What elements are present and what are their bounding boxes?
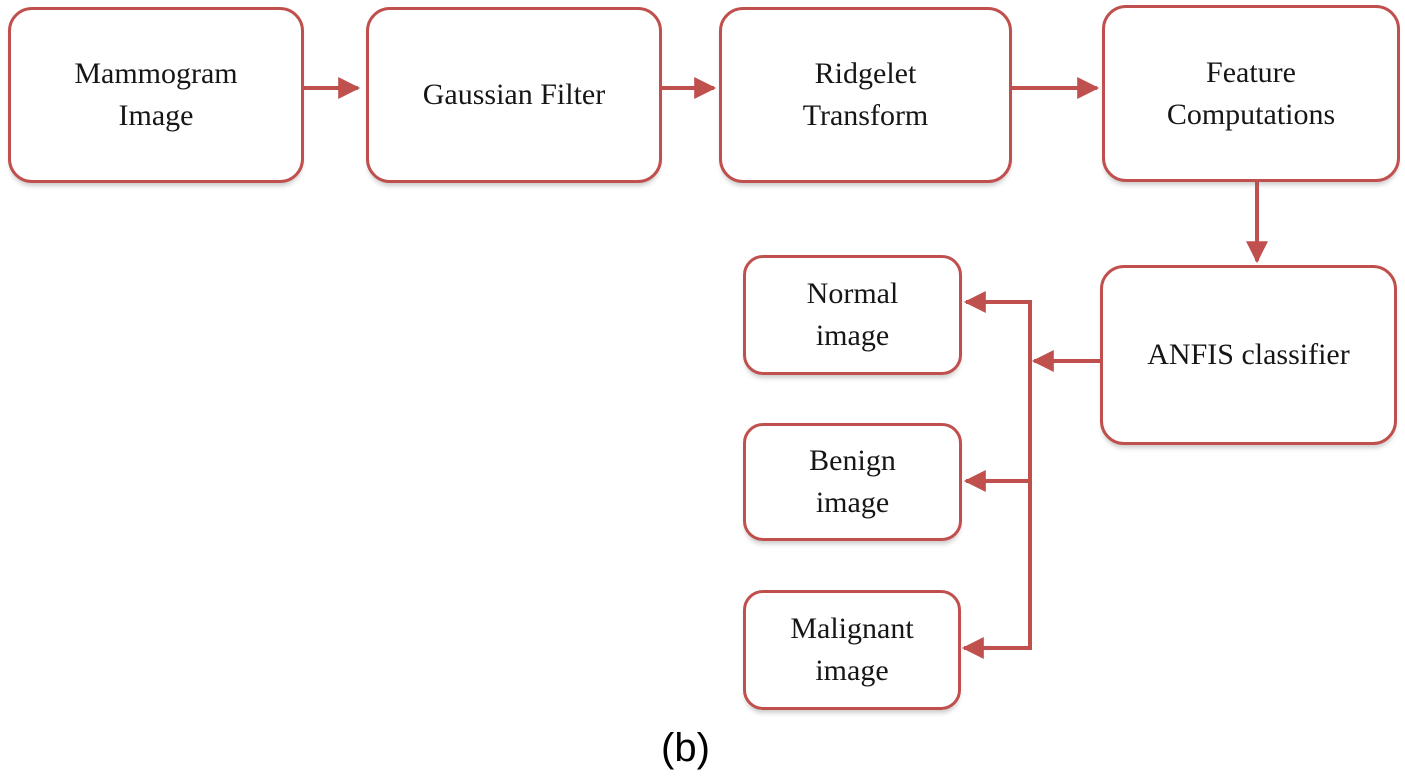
node-ridgelet-transform-label: Ridgelet Transform — [802, 57, 929, 132]
node-normal-image-label: Normal image — [806, 277, 899, 352]
node-mammogram-image-label: Mammogram Image — [74, 57, 238, 132]
node-ridgelet-transform: Ridgelet Transform — [719, 7, 1012, 183]
node-gaussian-filter-label: Gaussian Filter — [422, 78, 606, 111]
node-malignant-image-label: Malignant image — [790, 612, 914, 687]
node-benign-image: Benign image — [743, 423, 962, 541]
node-normal-image: Normal image — [743, 255, 962, 375]
node-feature-computations: Feature Computations — [1102, 5, 1400, 182]
node-anfis-classifier-label: ANFIS classifier — [1147, 338, 1350, 371]
node-benign-image-label: Benign image — [809, 444, 896, 519]
node-anfis-classifier: ANFIS classifier — [1100, 265, 1397, 445]
node-mammogram-image: Mammogram Image — [8, 7, 304, 183]
figure-caption: (b) — [661, 726, 710, 770]
node-feature-computations-label: Feature Computations — [1166, 55, 1336, 131]
node-gaussian-filter: Gaussian Filter — [366, 7, 662, 183]
node-malignant-image: Malignant image — [743, 590, 961, 710]
